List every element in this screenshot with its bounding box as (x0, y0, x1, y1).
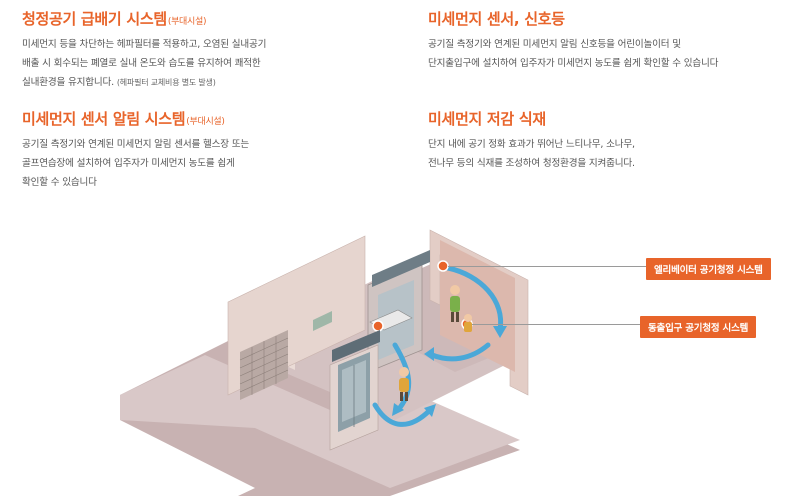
airflow-arrow-4 (372, 402, 433, 427)
mailbox-grid (239, 330, 289, 400)
entrance-header (332, 330, 380, 362)
leader-line-entrance (472, 324, 640, 325)
section-dust-reduction-planting: 미세먼지 저감 식재 단지 내에 공기 정화 효과가 뛰어난 느티나무, 소나무… (428, 108, 635, 173)
airflow-arrowheads (392, 326, 507, 417)
section-title: 미세먼지 센서, 신호등 (428, 10, 565, 28)
section-description: 공기질 측정기와 연계된 미세먼지 알림 센서를 헬스장 또는 골프연습장에 설… (22, 139, 249, 188)
section-clean-air-ventilation: 청정공기 급배기 시스템(부대시설) 미세먼지 등을 차단하는 헤파필터를 적용… (22, 8, 266, 92)
section-title: 미세먼지 저감 식재 (428, 110, 546, 128)
label-elevator-air-system: 엘리베이터 공기청정 시스템 (646, 258, 771, 280)
section-description: 단지 내에 공기 정화 효과가 뛰어난 느티나무, 소나무, 전나무 등의 식재… (428, 139, 635, 169)
airflow-arrow-2 (429, 342, 491, 362)
airflow-arrow-1 (445, 265, 504, 333)
building-lobby-illustration (120, 229, 529, 496)
leader-line-elevator (448, 266, 646, 267)
section-description: 미세먼지 등을 차단하는 헤파필터를 적용하고, 오염된 실내공기 배출 시 회… (22, 39, 267, 88)
section-tag: (부대시설) (167, 17, 207, 27)
marker-elevator-hall (437, 260, 449, 272)
section-dust-sensor-alarm: 미세먼지 센서 알림 시스템(부대시설) 공기질 측정기와 연계된 미세먼지 알… (22, 108, 249, 192)
section-title: 미세먼지 센서 알림 시스템(부대시설) (22, 110, 225, 128)
section-dust-signal-light: 미세먼지 센서, 신호등 공기질 측정기와 연계된 미세먼지 알림 신호등을 어… (428, 8, 718, 73)
label-entrance-air-system: 동출입구 공기청정 시스템 (640, 316, 757, 338)
note-text: (헤파필터 교체비용 별도 발생) (116, 78, 216, 87)
elevator-top-panel (372, 250, 430, 287)
marker-elevator (372, 320, 384, 332)
wall-window (313, 311, 332, 331)
section-description: 공기질 측정기와 연계된 미세먼지 알림 신호등을 어린이놀이터 및 단지출입구… (428, 39, 719, 69)
corridor-floor (120, 355, 520, 488)
person-resident (399, 367, 409, 401)
person-child (464, 314, 472, 332)
section-title: 청정공기 급배기 시스템(부대시설) (22, 10, 207, 28)
person-adult (450, 285, 460, 322)
section-tag: (부대시설) (186, 117, 225, 127)
